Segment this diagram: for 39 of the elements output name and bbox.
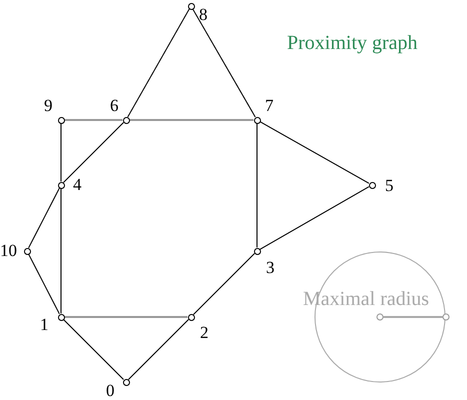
vertex-label: 4 bbox=[73, 175, 82, 195]
graph-edge bbox=[62, 122, 124, 184]
graph-edge bbox=[60, 123, 62, 182]
graph-edge bbox=[60, 188, 62, 314]
vertex-label: 5 bbox=[385, 176, 394, 196]
graph-edge bbox=[64, 119, 122, 121]
vertex-label: 3 bbox=[266, 258, 274, 278]
graph-vertex bbox=[254, 248, 260, 254]
graph-vertex bbox=[122, 378, 130, 386]
graph-edge bbox=[260, 121, 370, 184]
graph-edge bbox=[260, 186, 370, 250]
graph-vertex bbox=[368, 182, 376, 188]
graph-vertex bbox=[24, 248, 30, 254]
graph-vertex bbox=[122, 116, 130, 124]
graph-vertex bbox=[188, 2, 194, 10]
graph-edge bbox=[28, 254, 60, 314]
vertex-label: 9 bbox=[44, 96, 52, 116]
graph-edge bbox=[127, 8, 190, 118]
graph-edge bbox=[64, 316, 188, 318]
vertex-label: 7 bbox=[265, 96, 274, 116]
title: Proximity graph bbox=[287, 32, 418, 55]
graph-edge bbox=[62, 318, 124, 380]
graph-edge bbox=[28, 188, 60, 248]
graph-edge bbox=[192, 252, 256, 316]
graph-vertex bbox=[58, 182, 64, 188]
vertex-label: 2 bbox=[200, 323, 208, 343]
graph-vertex bbox=[58, 116, 64, 124]
vertex-label: 10 bbox=[0, 241, 17, 261]
graph-vertex bbox=[188, 314, 194, 320]
graph-vertex bbox=[58, 314, 64, 320]
graph-vertex bbox=[254, 116, 260, 124]
graph-edge bbox=[130, 119, 254, 121]
vertex-label: 6 bbox=[110, 96, 118, 116]
graph-edge bbox=[128, 318, 190, 380]
graph-edge bbox=[256, 123, 258, 248]
vertex-label: 0 bbox=[106, 381, 114, 400]
vertex-label: 8 bbox=[199, 5, 208, 25]
vertex-label: 1 bbox=[40, 315, 48, 335]
graph-edge bbox=[192, 8, 256, 118]
